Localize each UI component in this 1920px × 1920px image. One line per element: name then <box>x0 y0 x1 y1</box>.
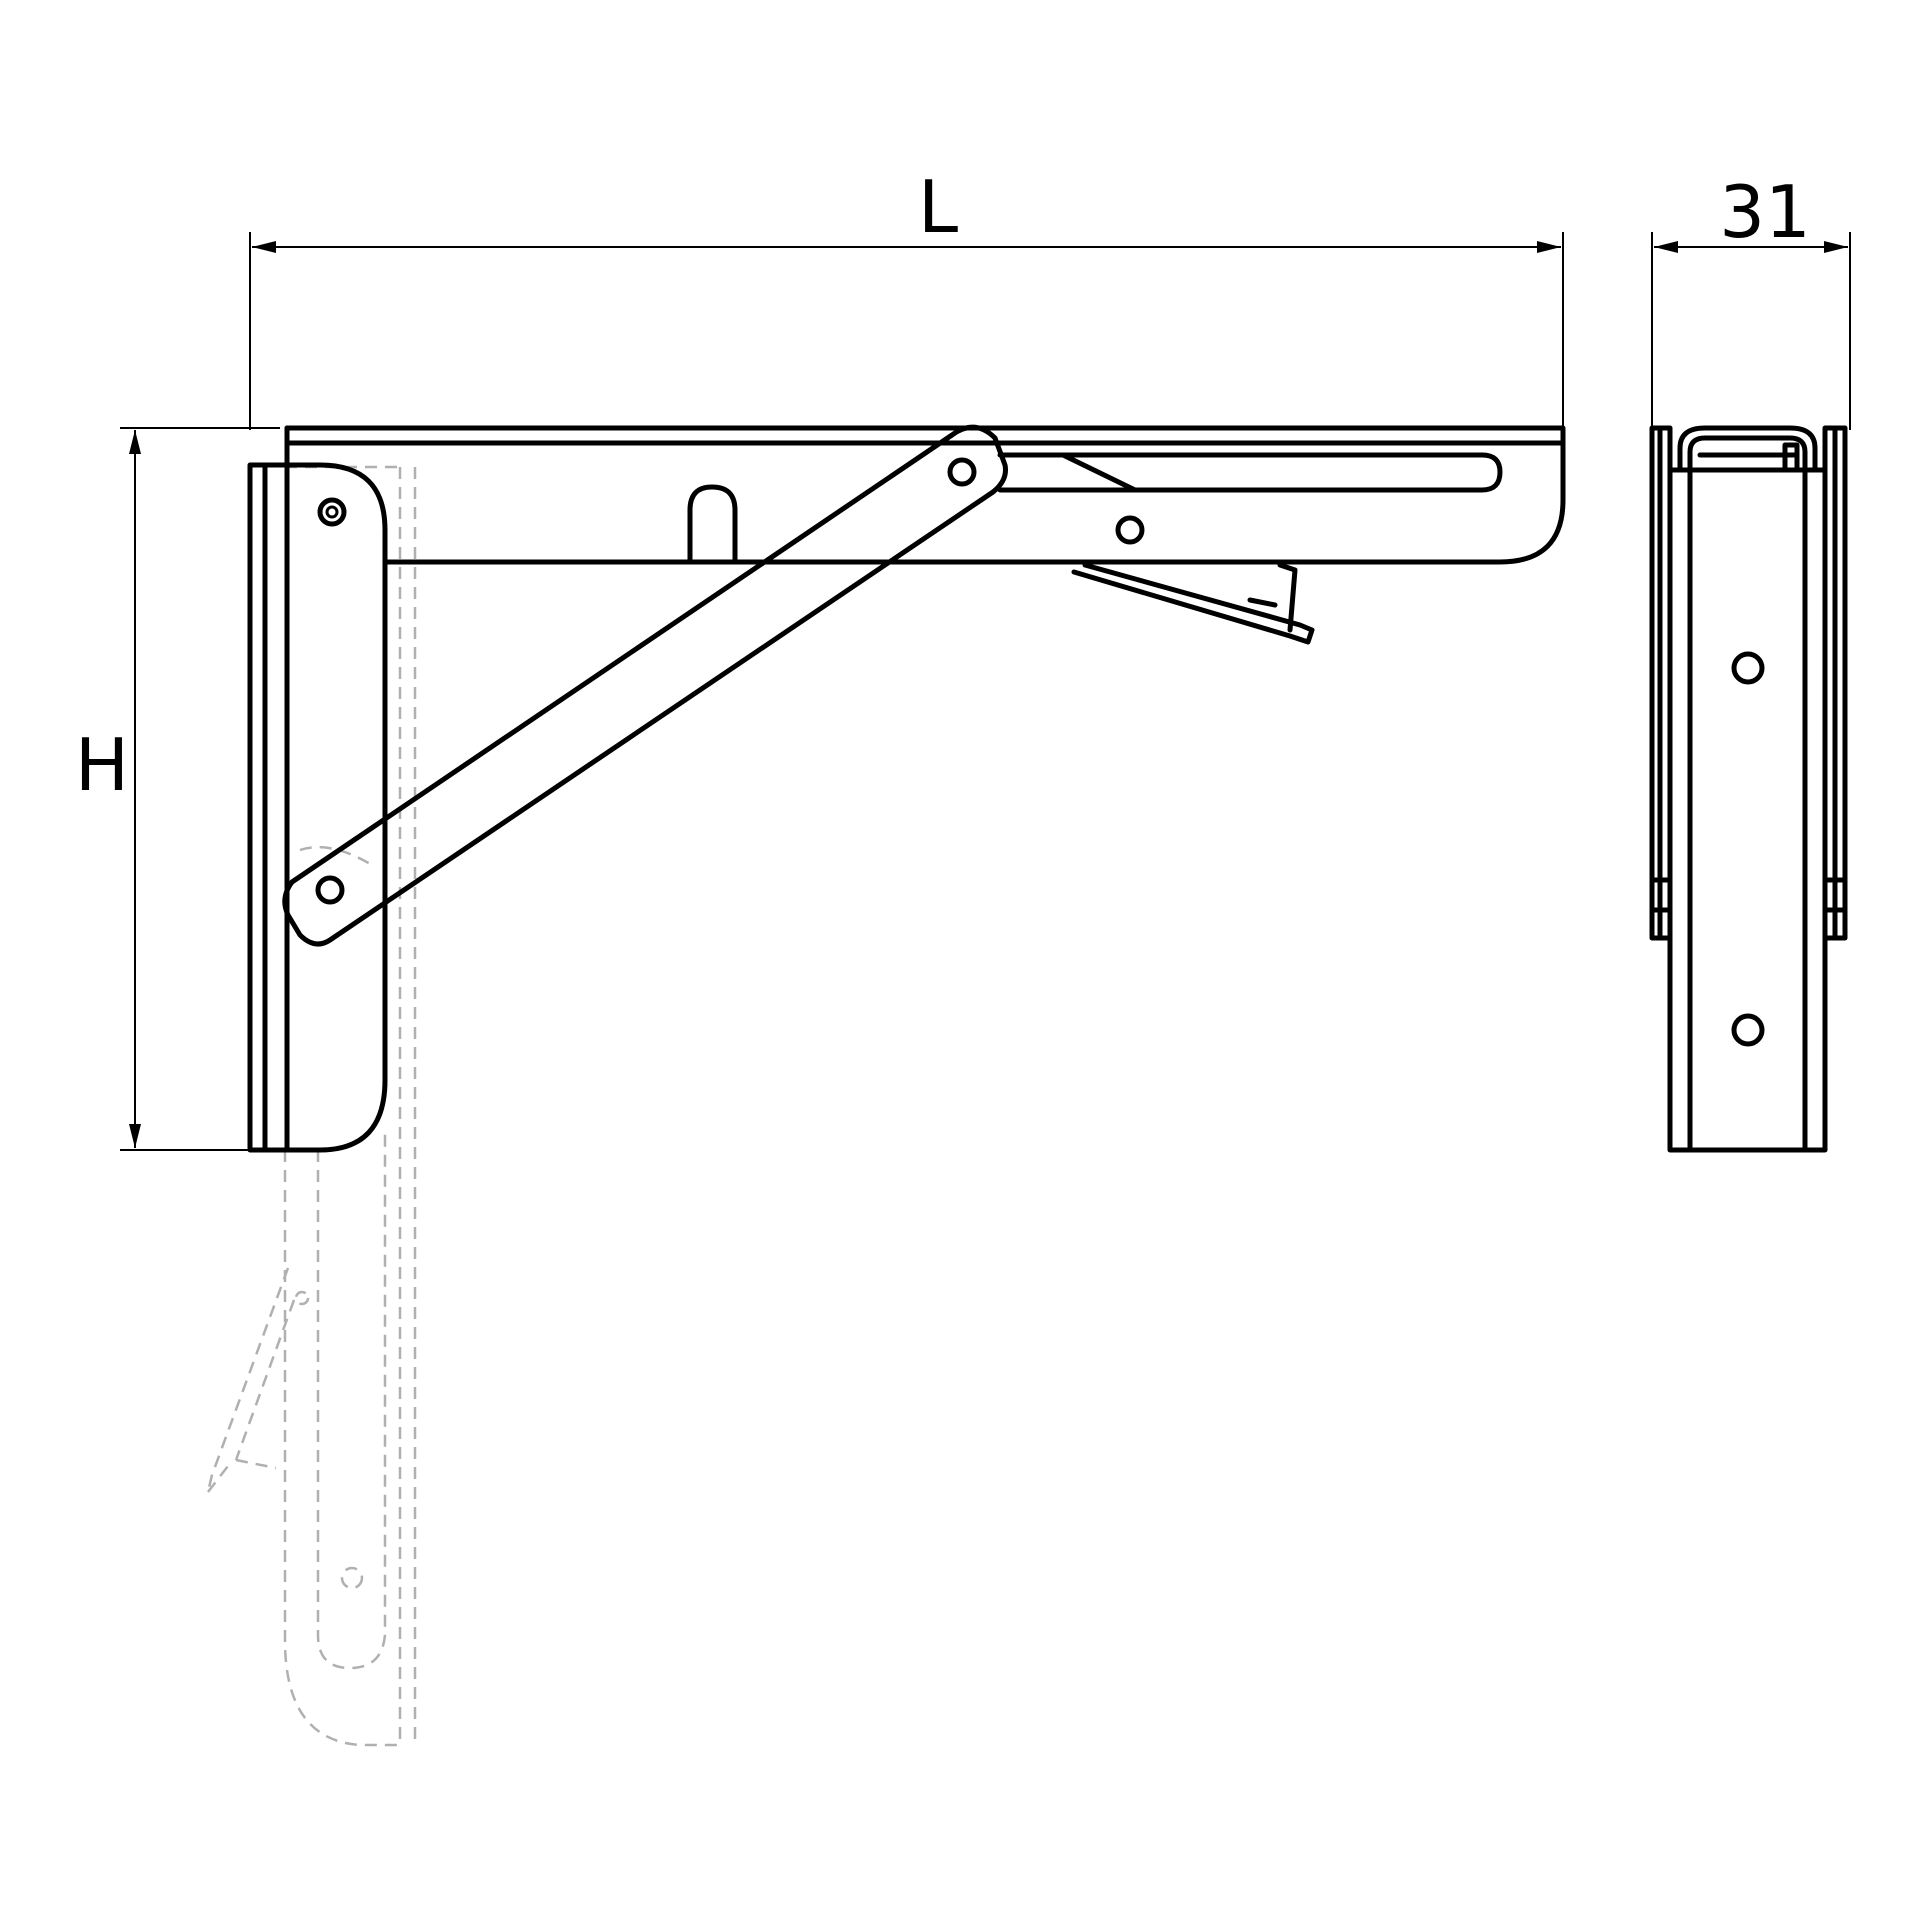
folded-position-outline <box>206 465 417 1747</box>
diagonal-strut <box>282 424 1008 947</box>
end-view-upper-hole <box>1731 651 1765 685</box>
vertical-wall-plate <box>247 462 388 1153</box>
length-label: L <box>918 165 958 249</box>
arm-pivot-hole <box>1115 515 1145 545</box>
width-label: 31 <box>1719 170 1811 254</box>
length-dimension: L <box>249 165 1564 430</box>
release-latch <box>1060 452 1315 645</box>
height-label: H <box>75 723 129 807</box>
wall-plate-top-hole <box>317 497 347 527</box>
strut-upper-hole <box>947 457 977 487</box>
horizontal-arm <box>284 425 1566 565</box>
height-dimension: H <box>75 427 280 1151</box>
bracket-side-view <box>247 424 1566 1153</box>
width-dimension: 31 <box>1651 170 1851 430</box>
bracket-end-view <box>1649 425 1848 1153</box>
end-view-lower-hole <box>1731 1013 1765 1047</box>
strut-lower-hole <box>315 875 345 905</box>
